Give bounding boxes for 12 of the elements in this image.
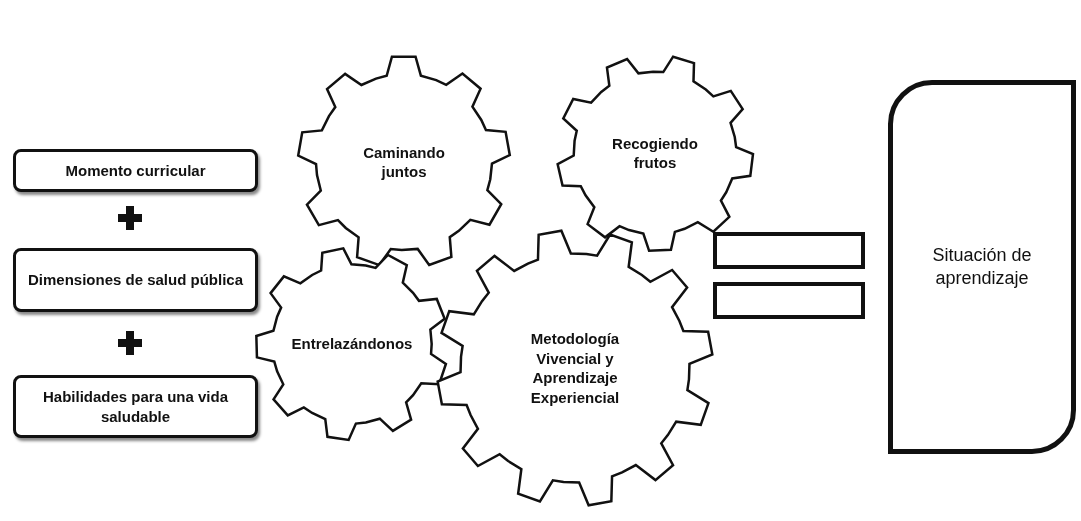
node-label: Metodología Vivencial y Aprendizaje Experiencial — [529, 329, 621, 407]
component-box — [13, 375, 258, 438]
node-label: Momento curricular — [65, 160, 206, 181]
result-box — [888, 80, 1076, 454]
component-box — [13, 149, 258, 192]
node-label: Entrelazándonos — [291, 334, 413, 354]
node-label: Recogiendo frutos — [611, 133, 699, 173]
node-label: Habilidades para una vida saludable — [41, 387, 230, 426]
component-box — [13, 248, 258, 312]
node-label: Caminando juntos — [362, 142, 446, 182]
node-label: Situación de aprendizaje — [931, 243, 1033, 290]
node-label: Dimensiones de salud pública — [27, 270, 244, 290]
